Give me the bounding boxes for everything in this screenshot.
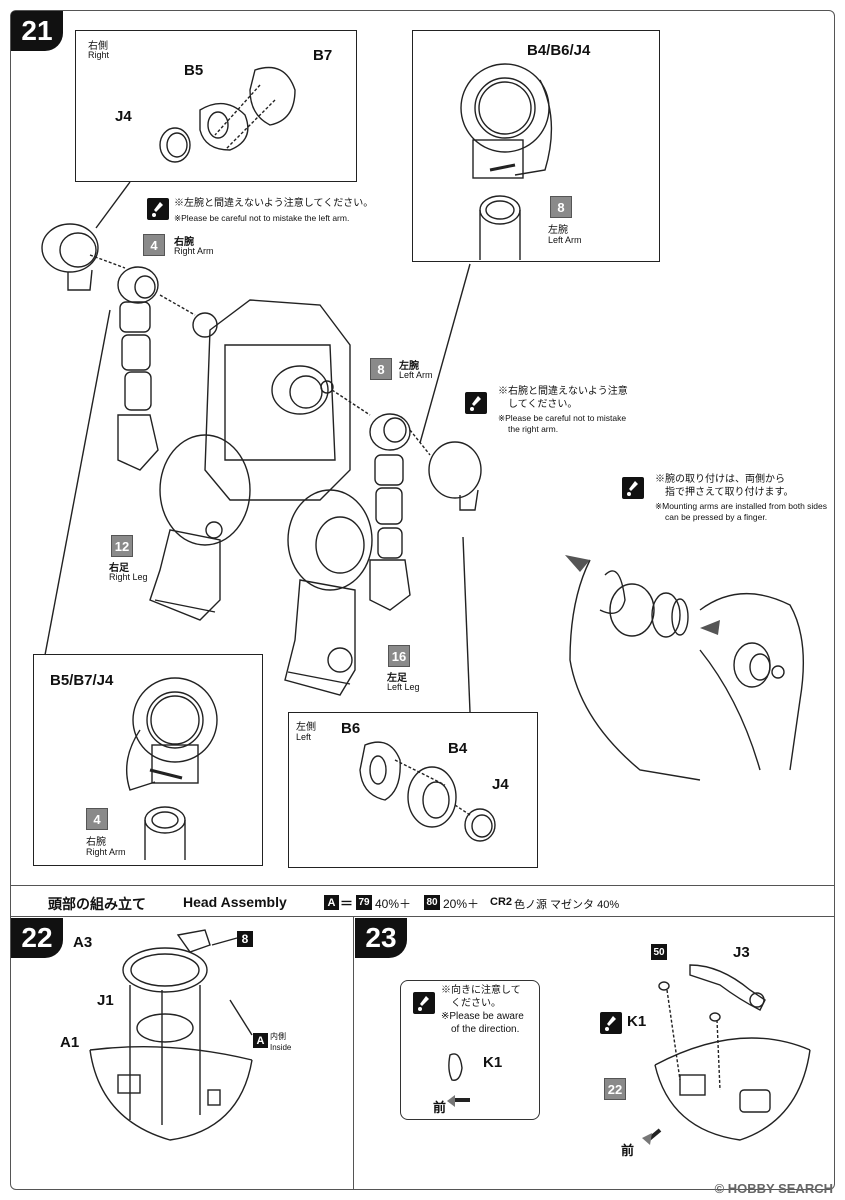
left-arm-tag: 8: [370, 358, 392, 380]
right-arm-tag-en: Right Arm: [174, 246, 214, 256]
right-arm-tag-ja: 右腕: [174, 237, 194, 248]
part-j4-left-label: J4: [492, 776, 509, 793]
step-23-badge: 23: [355, 918, 407, 958]
note-left-arm-ja1: ※右腕と間違えないよう注意: [498, 386, 628, 397]
right-arm-box-tag: 4: [86, 808, 108, 830]
step-21-badge: 21: [11, 11, 63, 51]
part-a1-label: A1: [60, 1034, 80, 1051]
note-left-arm-en2: the right arm.: [508, 424, 559, 434]
part-a3-label: A3: [73, 934, 93, 951]
inside-color-key: A: [253, 1033, 268, 1048]
section-divider: [11, 885, 834, 886]
paint-cr2-name: 色ノ源 マゼンタ 40%: [514, 899, 620, 911]
right-arm-box-tag-ja: 右腕: [86, 837, 106, 848]
inside-label-en: Inside: [270, 1043, 292, 1052]
left-arm-box-tag-en: Left Arm: [548, 235, 582, 245]
right-leg-tag-ja: 右足: [109, 563, 129, 574]
left-arm-tag-en: Left Arm: [399, 370, 433, 380]
right-arm-parts-label: B5/B7/J4: [50, 672, 114, 689]
left-arm-box-tag-ja: 左腕: [548, 225, 568, 236]
head-assembly-title-en: Head Assembly: [183, 894, 287, 910]
note-left-arm-ja2: してください。: [508, 399, 578, 410]
left-arm-tag-ja: 左腕: [399, 361, 419, 372]
front-label: 前: [621, 1143, 635, 1158]
caution-icon: [147, 198, 169, 220]
part-j3-label: J3: [733, 944, 750, 961]
right-side-detail-box: [75, 30, 357, 182]
caution-icon: [600, 1012, 622, 1034]
right-leg-tag-en: Right Leg: [109, 572, 148, 582]
left-leg-tag: 16: [388, 645, 410, 667]
inside-label-ja: 内側: [270, 1032, 286, 1041]
part-j1-label: J1: [97, 992, 114, 1009]
right-leg-tag: 12: [111, 535, 133, 557]
left-arm-box-tag: 8: [550, 196, 572, 218]
caution-icon: [465, 392, 487, 414]
note-mount-en2: can be pressed by a finger.: [665, 512, 768, 522]
page-frame: [10, 10, 835, 1190]
paint-79-badge: 79: [356, 895, 372, 910]
step-22-badge: 22: [11, 918, 63, 958]
direction-note-ja2: ください。: [451, 998, 501, 1009]
part-k1-box-label: K1: [483, 1054, 503, 1071]
front-label-box: 前: [433, 1100, 447, 1115]
left-side-title-ja: 左側: [296, 722, 316, 733]
part-b7-label: B7: [313, 47, 333, 64]
note-right-arm-en: ※Please be careful not to mistake the le…: [174, 213, 350, 223]
part-j4-label: J4: [115, 108, 132, 125]
part-50-tag: 50: [651, 944, 667, 960]
note-left-arm-en1: ※Please be careful not to mistake: [498, 413, 627, 423]
paint-80-badge: 80: [424, 895, 440, 910]
direction-note-en1: ※Please be aware: [441, 1011, 524, 1022]
part-b5-label: B5: [184, 62, 204, 79]
direction-note-box: [400, 980, 540, 1120]
right-arm-tag: 4: [143, 234, 165, 256]
color-key-badge: A: [324, 895, 339, 910]
paint-79-pct: 40%＋: [375, 897, 412, 911]
step22-tag-8: 8: [237, 931, 253, 947]
right-arm-detail-box: [33, 654, 263, 866]
left-side-detail-box: [288, 712, 538, 868]
step-divider-vertical: [353, 917, 354, 1189]
footer-watermark: © HOBBY SEARCH: [714, 1181, 833, 1196]
left-leg-tag-en: Left Leg: [387, 682, 420, 692]
right-side-title-en: Right: [88, 50, 110, 60]
paint-cr2-code: CR2: [490, 896, 513, 908]
left-side-title-en: Left: [296, 732, 312, 742]
part-k1-label: K1: [627, 1013, 647, 1030]
section-divider: [11, 916, 834, 917]
paint-80-pct: 20%＋: [443, 897, 480, 911]
note-mount-ja1: ※腕の取り付けは、両側から: [655, 474, 785, 485]
left-leg-tag-ja: 左足: [387, 673, 407, 684]
note-right-arm-ja: ※左腕と間違えないよう注意してください。: [174, 198, 374, 209]
left-arm-parts-label: B4/B6/J4: [527, 42, 591, 59]
direction-note-en2: of the direction.: [451, 1024, 520, 1035]
right-side-title-ja: 右側: [88, 41, 108, 52]
part-b4-label: B4: [448, 740, 468, 757]
direction-note-ja1: ※向きに注意して: [441, 985, 521, 996]
head-assembly-title-ja: 頭部の組み立て: [48, 896, 146, 912]
note-mount-en1: ※Mounting arms are installed from both s…: [655, 501, 828, 511]
part-b6-label: B6: [341, 720, 361, 737]
right-arm-box-tag-en: Right Arm: [86, 847, 126, 857]
part-22-tag: 22: [604, 1078, 626, 1100]
caution-icon: [413, 992, 435, 1014]
caution-icon: [622, 477, 644, 499]
color-formula-eq: ＝: [340, 896, 354, 911]
left-arm-detail-box: [412, 30, 660, 262]
note-mount-ja2: 指で押さえて取り付けます。: [665, 487, 794, 498]
